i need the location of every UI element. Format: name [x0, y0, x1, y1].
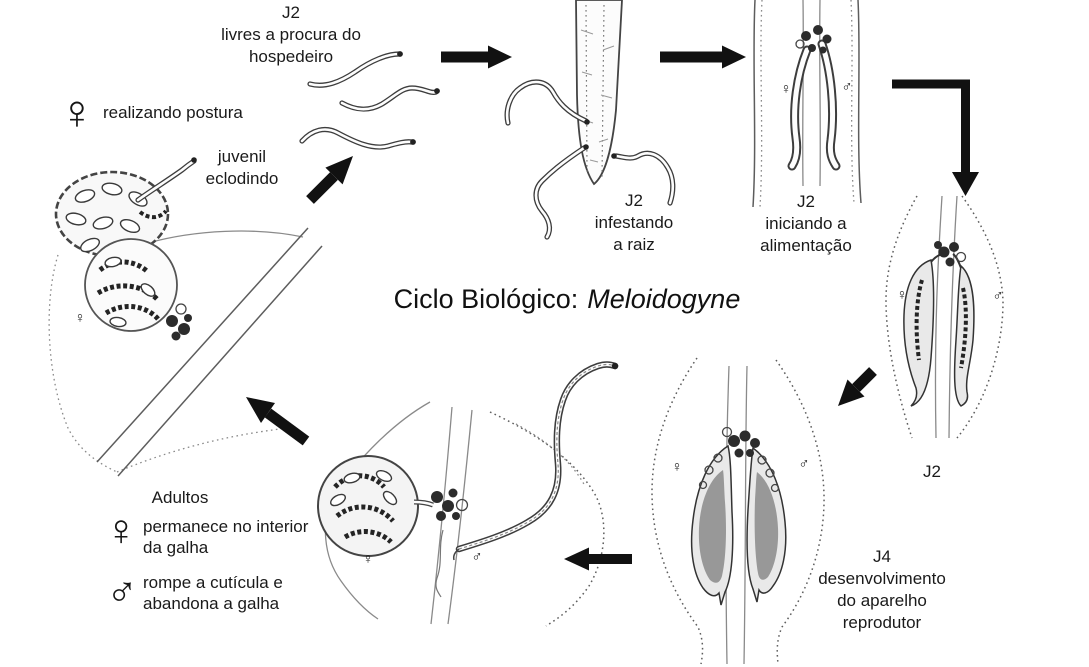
illustration-adults-in-gall	[317, 361, 619, 627]
legend-female-text: permanece no interior da galha	[143, 517, 309, 557]
illustration-j2-feeding	[752, 0, 862, 208]
male-symbol: ♂	[471, 548, 483, 566]
label-female-posture: realizando postura	[103, 103, 243, 122]
label-j2-free: J2 livres a procura do hospedeiro	[221, 3, 361, 66]
arrow-feeding-to-swelling	[892, 79, 979, 196]
arrow-swelling-to-j4	[838, 367, 877, 406]
title-prefix: Ciclo Biológico:	[393, 284, 579, 314]
arrow-adults-to-eggmass	[246, 397, 310, 446]
label-j2-stage: J2	[923, 462, 941, 481]
diagram-title: Ciclo Biológico: Meloidogyne	[394, 284, 741, 315]
male-symbol: ♂	[798, 455, 810, 473]
arrow-hatching-to-j2free	[306, 156, 353, 204]
arrow-j2free-to-roottip	[441, 45, 512, 69]
label-juvenile-hatching: juvenil eclodindo	[205, 147, 279, 188]
illustration-j4-development	[651, 357, 825, 665]
label-j2-infesting-root: J2 infestando a raiz	[594, 191, 674, 254]
illustration-j2-infesting-root-tip	[504, 0, 676, 240]
label-j4-stage: J4 desenvolvimento do aparelho reproduto…	[818, 547, 946, 632]
female-symbol: ♀	[671, 458, 683, 476]
legend-male-text: rompe a cutícula e abandona a galha	[143, 573, 283, 613]
illustration-j2-free-juveniles	[299, 51, 440, 150]
female-symbol: ♀	[74, 309, 86, 327]
female-symbol: ♀	[362, 550, 374, 568]
female-symbol: ♀	[104, 506, 138, 555]
illustration-j2-swelling-in-gall	[885, 195, 1004, 439]
male-symbol: ♂	[992, 287, 1004, 305]
cycle-arrows	[246, 45, 979, 571]
arrow-roottip-to-feeding	[660, 45, 746, 69]
label-j2-feeding: J2 iniciando a alimentação	[760, 192, 852, 255]
arrow-j4-to-adults	[564, 547, 632, 571]
title-species-name: Meloidogyne	[587, 284, 741, 314]
female-symbol: ♀	[896, 286, 908, 304]
male-symbol: ♂	[106, 568, 138, 615]
illustration-egg-mass-and-female	[48, 157, 323, 477]
female-symbol: ♀	[59, 86, 95, 140]
legend-heading: Adultos	[151, 488, 209, 507]
male-symbol: ♂	[841, 78, 853, 96]
female-symbol: ♀	[780, 80, 792, 98]
